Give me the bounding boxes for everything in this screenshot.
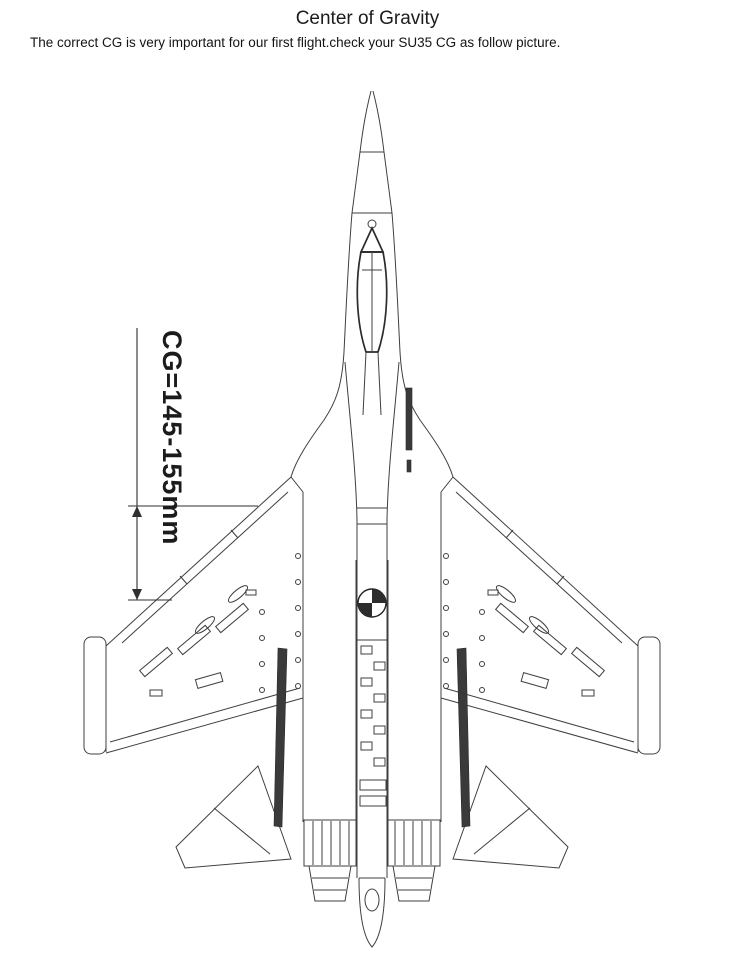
cg-dimension-label: CG=145-155mm — [157, 330, 187, 545]
airframe-centerline-details — [352, 151, 413, 948]
cg-symbol — [357, 588, 387, 618]
cg-dimension-line: CG=145-155mm — [128, 328, 258, 601]
page-subtitle: The correct CG is very important for our… — [30, 35, 561, 50]
airframe-left-half — [83, 90, 372, 902]
page-title: Center of Gravity — [295, 8, 440, 29]
